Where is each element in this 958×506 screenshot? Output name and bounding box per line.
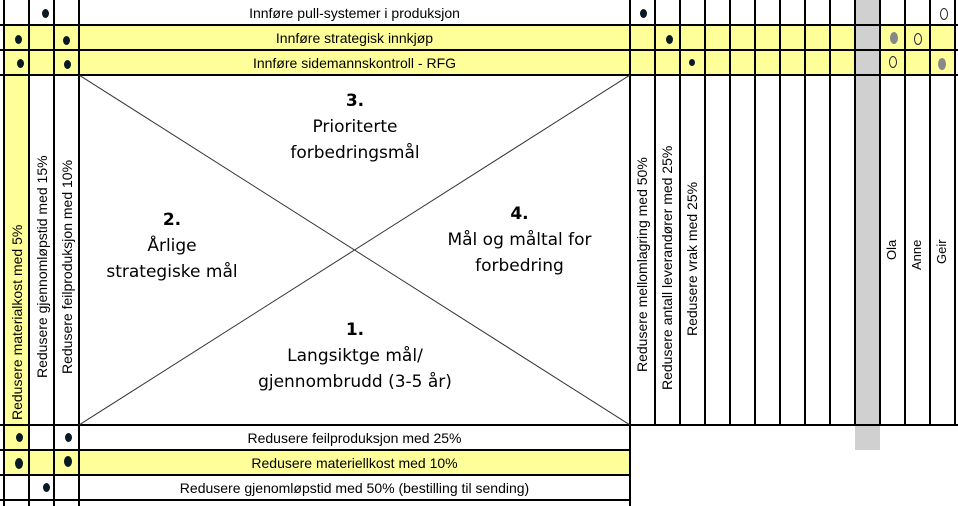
supporting-ring-icon xyxy=(940,8,948,20)
responsible-gray-dot-icon xyxy=(938,58,946,70)
correlation-dot xyxy=(666,35,673,44)
quadrant-number: 3. xyxy=(345,91,365,111)
bottom-row-gjenomlopstid: Redusere gjenomløpstid med 50% (bestilli… xyxy=(80,475,629,500)
correlation-dot xyxy=(65,433,72,442)
bottom-row-feilproduksjon: Redusere feilproduksjon med 25% xyxy=(80,425,629,450)
correlation-dot xyxy=(63,36,70,45)
left-column-materialkost: Redusere materialkost med 5% xyxy=(9,224,25,420)
right-column-leverandorer: Redusere antall leverandører med 25% xyxy=(659,145,675,390)
correlation-dot xyxy=(15,35,22,44)
row-bg-sidemannskontroll xyxy=(4,50,955,75)
row-label: Redusere materiellkost med 10% xyxy=(251,454,458,471)
person-column-ola: Ola xyxy=(884,239,899,260)
left-column-gjennomlopstid: Redusere gjennomløpstid med 15% xyxy=(34,155,50,378)
separator-column xyxy=(855,0,880,450)
correlation-dot xyxy=(42,9,49,18)
right-column-mellomlagring: Redusere mellomlagring med 50% xyxy=(634,157,650,372)
quadrant-line: forbedringsmål xyxy=(290,143,420,163)
row-label: Innføre pull-systemer i produksjon xyxy=(249,4,460,21)
diagonal-bl-tr xyxy=(79,75,630,425)
right-column-vrak: Redusere vrak med 25% xyxy=(684,181,700,336)
quadrant-line: forbedring xyxy=(475,256,564,276)
correlation-dot xyxy=(640,9,647,18)
correlation-dot xyxy=(64,456,72,467)
correlation-dot xyxy=(15,458,23,469)
quadrant-number: 4. xyxy=(510,204,529,224)
correlation-dot xyxy=(689,59,695,66)
quadrant-line: Prioriterte xyxy=(312,117,398,137)
quadrant-line: Årlige xyxy=(147,236,197,256)
quadrant-line: Langsiktge mål/ xyxy=(287,346,423,366)
top-row-pull-systemer: Innføre pull-systemer i produksjon xyxy=(80,0,629,25)
column-bg-materialkost xyxy=(4,75,29,450)
row-label: Innføre sidemannskontroll - RFG xyxy=(252,54,457,71)
quadrant-line: Mål og måltal for xyxy=(447,230,592,250)
correlation-dot xyxy=(16,433,23,442)
row-bg-materiellkost xyxy=(4,450,630,475)
top-row-strategisk-innkjop: Innføre strategisk innkjøp xyxy=(80,25,629,50)
left-column-feilproduksjon: Redusere feilproduksjon med 10% xyxy=(59,159,75,374)
quadrant-2-arlige: 2. Årlige strategiske mål xyxy=(92,207,252,285)
row-label: Redusere gjenomløpstid med 50% (bestilli… xyxy=(179,479,530,496)
supporting-ring-icon xyxy=(914,33,922,45)
quadrant-number: 2. xyxy=(162,210,182,230)
quadrant-number: 1. xyxy=(345,320,365,340)
correlation-dot xyxy=(43,483,50,492)
bottom-row-materiellkost: Redusere materiellkost med 10% xyxy=(80,450,629,475)
row-bg-strategisk-innkjop xyxy=(4,25,955,50)
quadrant-line: gjennombrudd (3-5 år) xyxy=(258,372,452,392)
quadrant-1-langsiktige: 1. Langsiktge mål/ gjennombrudd (3-5 år) xyxy=(235,317,475,395)
person-column-anne: Anne xyxy=(909,239,924,270)
row-label: Redusere feilproduksjon med 25% xyxy=(247,429,462,446)
supporting-ring-icon xyxy=(889,56,897,68)
top-row-sidemannskontroll: Innføre sidemannskontroll - RFG xyxy=(80,50,629,75)
person-column-geir: Geir xyxy=(934,239,949,264)
row-label: Innføre strategisk innkjøp xyxy=(275,29,434,46)
x-matrix-diagonals xyxy=(79,75,630,425)
quadrant-line: strategiske mål xyxy=(106,262,238,282)
responsible-gray-dot-icon xyxy=(890,32,898,44)
quadrant-4-mal-og-maltal: 4. Mål og måltal for forbedring xyxy=(432,201,607,279)
correlation-dot xyxy=(64,60,71,69)
correlation-dot xyxy=(17,59,24,68)
quadrant-3-prioriterte: 3. Prioriterte forbedringsmål xyxy=(255,88,455,166)
